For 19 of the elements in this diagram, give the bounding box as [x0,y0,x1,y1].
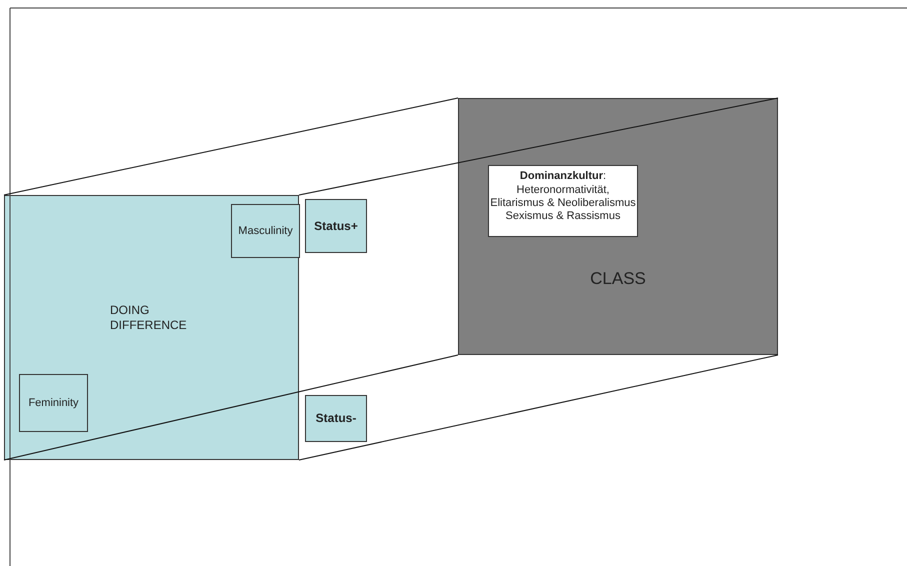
class-panel [458,98,778,355]
status-label: Status- [314,411,358,425]
panel-title: CLASS [589,269,647,289]
perspective-line [298,98,778,196]
concept-label: Femininity [27,396,80,411]
panel-title: DOING DIFFERENCE [110,303,188,333]
status-box [305,199,367,253]
concept-box [19,374,88,432]
body-text: Heteronormativität, Elitarismus & Neoliberalismus Sexismus & Rassismus [489,184,637,223]
perspective-line [4,354,458,460]
text-box [488,165,638,237]
concept-box [231,204,300,258]
perspective-line [4,98,458,196]
status-label: Status+ [313,219,359,233]
heading-text: Dominanzkultur: [518,170,608,182]
status-box [305,395,367,442]
concept-label: Masculinity [237,224,294,239]
panel [4,195,299,460]
perspective-line [298,354,778,460]
